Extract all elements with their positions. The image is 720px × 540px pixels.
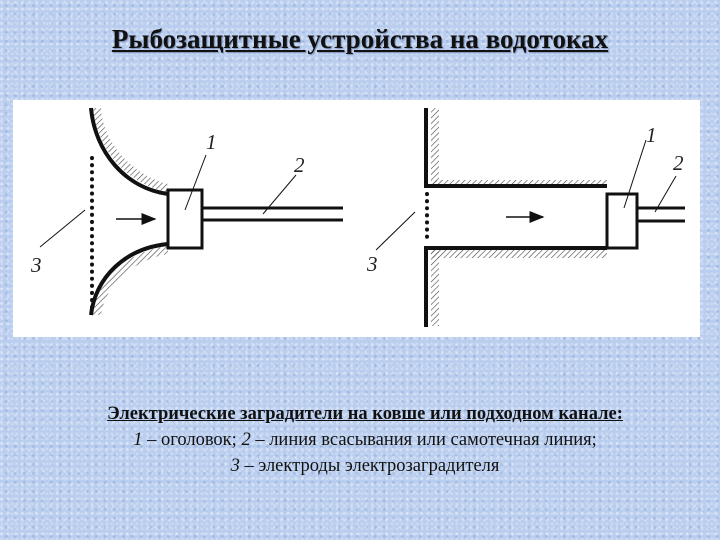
caption-line-2: 1 – оголовок; 2 – линия всасывания или с…	[20, 427, 710, 453]
left-leader-2	[262, 174, 297, 215]
right-upper-hatch-vertical	[431, 108, 439, 186]
left-label-3: 3	[30, 253, 42, 277]
caption-num-3: 3	[230, 456, 240, 476]
left-label-1: 1	[206, 130, 217, 154]
left-upper-wall	[89, 107, 169, 196]
right-upper-wall	[424, 108, 607, 188]
slide-title: Рыбозащитные устройства на водотоках	[111, 24, 609, 54]
left-label-2: 2	[294, 153, 305, 177]
right-label-2: 2	[673, 151, 684, 175]
caption-text-3: – электроды электрозаградителя	[239, 456, 500, 476]
left-intake-head	[166, 188, 204, 250]
right-lower-hatch-horizontal	[431, 250, 607, 258]
caption-num-2: 2	[241, 430, 251, 450]
caption-text-2: – линия всасывания или самотечная линия;	[250, 430, 597, 450]
figure-panel: 1 2 3 1 2 3	[13, 100, 700, 337]
figure-caption: Электрические заградители на ковше или п…	[20, 401, 710, 479]
right-label-1: 1	[646, 123, 657, 147]
right-lower-hatch-vertical	[431, 250, 439, 326]
right-intake-head	[605, 192, 639, 250]
left-lower-wall	[89, 242, 169, 316]
caption-num-1: 1	[133, 430, 143, 450]
left-leader-3	[39, 209, 86, 248]
right-diagram: 1 2 3	[366, 108, 685, 327]
left-diagram: 1 2 3	[30, 107, 343, 316]
left-lower-wall-hatch	[93, 246, 168, 315]
right-leader-2	[654, 175, 677, 213]
figure-svg: 1 2 3 1 2 3	[30, 107, 685, 327]
left-leader-1	[184, 154, 207, 211]
caption-text-1: – оголовок;	[142, 430, 242, 450]
left-upper-wall-hatch	[93, 108, 168, 192]
right-label-3: 3	[366, 252, 378, 276]
right-leader-1	[623, 139, 647, 209]
right-lower-wall	[424, 246, 607, 327]
caption-line-3: 3 – электроды электрозаградителя	[20, 453, 710, 479]
right-leader-3	[375, 211, 416, 251]
caption-heading: Электрические заградители на ковше или п…	[107, 404, 623, 424]
